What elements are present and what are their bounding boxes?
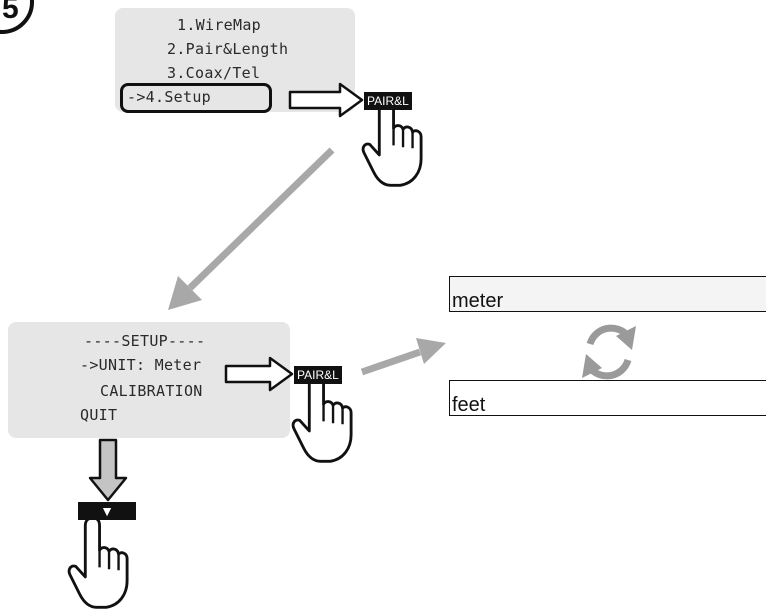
pointing-hand-icon-2	[291, 370, 353, 463]
refresh-icon	[582, 324, 636, 380]
right-arrow-icon-2	[224, 356, 294, 392]
meter-label: meter	[452, 290, 504, 312]
menu-item-coax-tel: 3.Coax/Tel	[167, 64, 261, 82]
pair-length-key-2[interactable]: PAIR&L	[294, 366, 342, 384]
pair-length-key[interactable]: PAIR&L	[364, 92, 412, 110]
step-number: 5	[2, 0, 19, 25]
selection-highlight	[120, 83, 272, 113]
pointing-hand-icon-3	[67, 516, 129, 609]
right-arrow-icon	[288, 82, 364, 118]
menu-item-pair-length: 2.Pair&Length	[167, 40, 289, 58]
setup-calibration-option: CALIBRATION	[100, 382, 203, 400]
meter-ruler-panel	[449, 276, 766, 312]
setup-quit-option: QUIT	[80, 406, 118, 424]
down-key[interactable]: ▼	[78, 502, 136, 520]
setup-unit-option: ->UNIT: Meter	[80, 356, 202, 374]
feet-label: feet	[452, 394, 486, 416]
setup-screen: ----SETUP---- ->UNIT: Meter CALIBRATION …	[8, 322, 290, 438]
menu-item-wiremap: 1.WireMap	[177, 16, 261, 34]
menu-item-setup: ->4.Setup	[127, 88, 211, 106]
setup-title: ----SETUP----	[84, 332, 206, 350]
flow-arrow-down-left	[168, 147, 335, 310]
flow-arrow-up-right	[360, 338, 446, 376]
feet-panel	[449, 380, 766, 416]
down-arrow-icon	[88, 438, 128, 502]
